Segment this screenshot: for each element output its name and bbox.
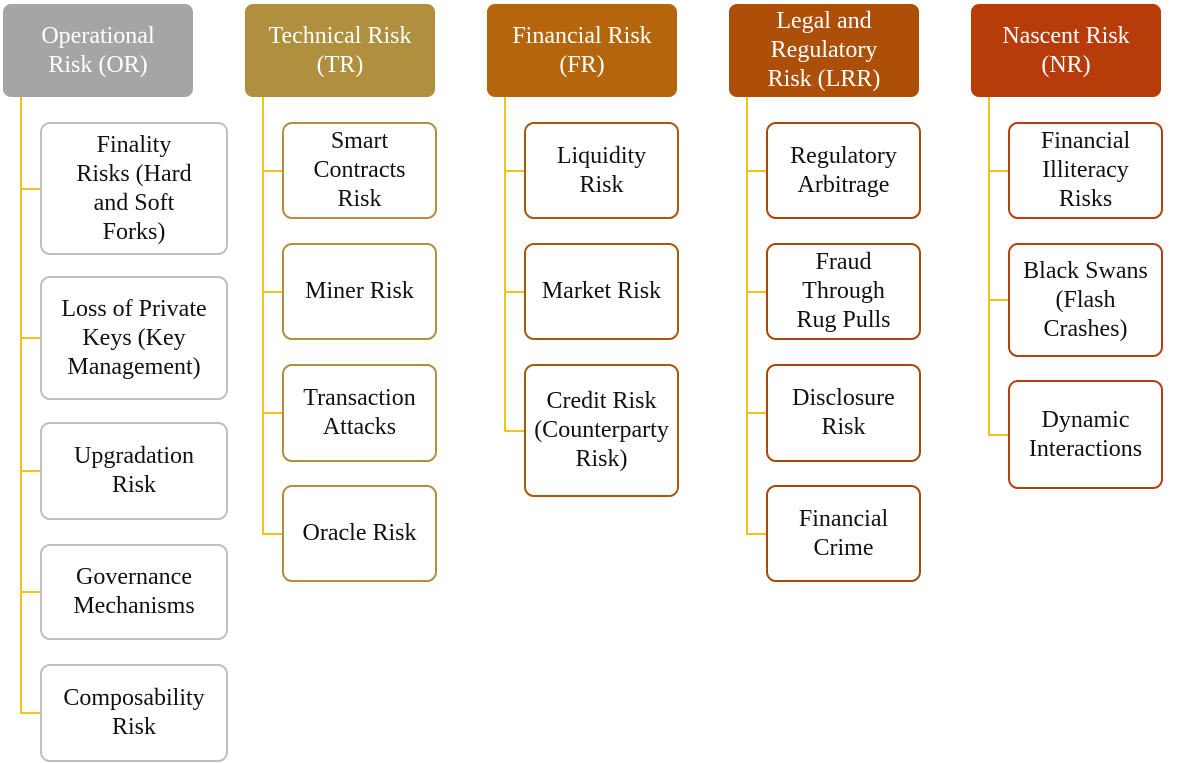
connector-line — [262, 97, 264, 535]
connector-branch — [262, 532, 282, 535]
category-header-2: Technical Risk (TR) — [245, 4, 435, 97]
connector-branch — [262, 290, 282, 293]
connector-branch — [20, 470, 40, 472]
connector-branch — [988, 433, 1008, 436]
risk-item: Disclosure Risk — [766, 364, 921, 462]
connector-branch — [20, 591, 40, 593]
connector-line — [746, 97, 748, 535]
connector-branch — [262, 169, 282, 172]
connector-line — [988, 97, 990, 436]
connector-branch — [20, 337, 40, 339]
risk-item: Governance Mechanisms — [40, 544, 228, 640]
category-header-1: Operational Risk (OR) — [3, 4, 193, 97]
risk-item: Oracle Risk — [282, 485, 437, 582]
connector-branch — [988, 169, 1008, 172]
connector-branch — [504, 429, 524, 432]
connector-line — [20, 97, 22, 714]
category-header-4: Legal and Regulatory Risk (LRR) — [729, 4, 919, 97]
risk-item: Financial Illiteracy Risks — [1008, 122, 1163, 219]
connector-branch — [988, 299, 1008, 301]
risk-item: Composability Risk — [40, 664, 228, 762]
connector-branch — [20, 712, 40, 714]
risk-item: Finality Risks (Hard and Soft Forks) — [40, 122, 228, 255]
risk-item: Miner Risk — [282, 243, 437, 340]
connector-branch — [746, 290, 766, 293]
risk-item: Liquidity Risk — [524, 122, 679, 219]
risk-item: Market Risk — [524, 243, 679, 340]
connector-line — [504, 97, 506, 432]
category-header-5: Nascent Risk (NR) — [971, 4, 1161, 97]
connector-branch — [262, 412, 282, 414]
risk-item: Black Swans (Flash Crashes) — [1008, 243, 1163, 357]
risk-item: Dynamic Interactions — [1008, 380, 1163, 489]
risk-item: Upgradation Risk — [40, 422, 228, 520]
risk-item: Loss of Private Keys (Key Management) — [40, 276, 228, 400]
connector-branch — [504, 290, 524, 293]
connector-branch — [746, 169, 766, 172]
category-header-3: Financial Risk (FR) — [487, 4, 677, 97]
connector-branch — [20, 187, 40, 190]
risk-item: Credit Risk (Counterparty Risk) — [524, 364, 679, 497]
connector-branch — [746, 412, 766, 414]
risk-item: Regulatory Arbitrage — [766, 122, 921, 219]
risk-item: Smart Contracts Risk — [282, 122, 437, 219]
connector-branch — [746, 532, 766, 535]
connector-branch — [504, 169, 524, 172]
risk-item: Transaction Attacks — [282, 364, 437, 462]
risk-item: Fraud Through Rug Pulls — [766, 243, 921, 340]
risk-item: Financial Crime — [766, 485, 921, 582]
